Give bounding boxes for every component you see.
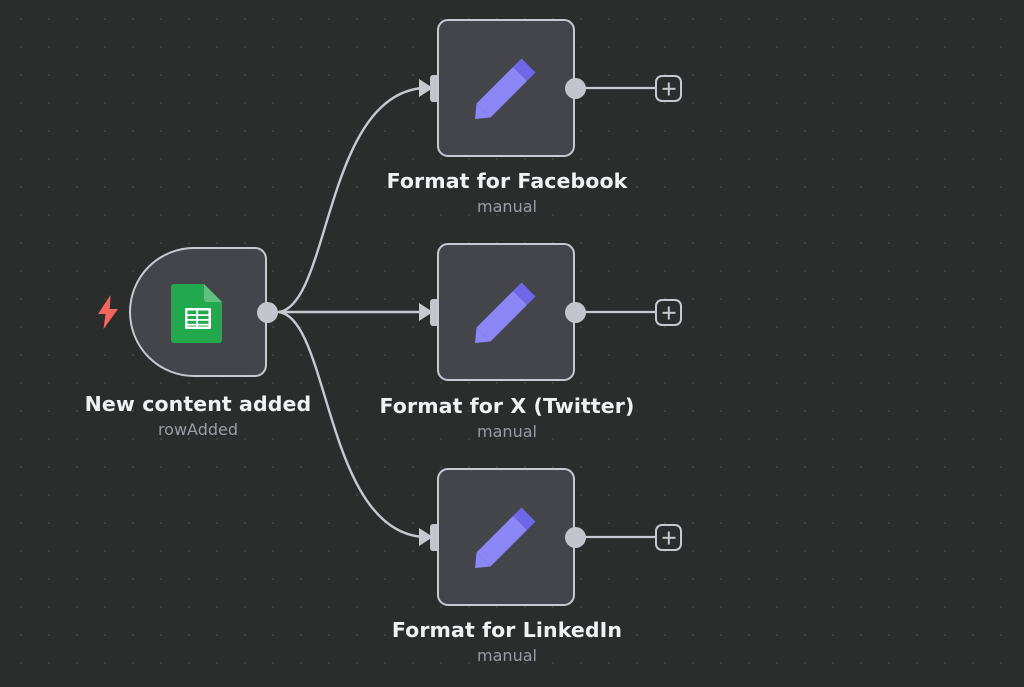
node-subtitle: manual (477, 646, 537, 665)
node-format-for-linkedin[interactable] (437, 468, 575, 606)
node-new-content-added[interactable] (129, 247, 267, 377)
pencil-icon (475, 282, 536, 343)
caption-new-content-added: New content added rowAdded (28, 392, 368, 441)
input-port-linkedin[interactable] (430, 524, 441, 551)
output-port-facebook[interactable] (565, 78, 586, 99)
pencil-icon (475, 58, 536, 119)
caption-format-for-x-twitter: Format for X (Twitter) manual (337, 394, 677, 443)
edge-trigger-to-linkedin (277, 310, 425, 539)
add-node-button-facebook[interactable] (655, 75, 682, 102)
output-port-trigger[interactable] (257, 302, 278, 323)
node-format-for-facebook[interactable] (437, 19, 575, 157)
output-port-linkedin[interactable] (565, 527, 586, 548)
lightning-bolt-icon (98, 295, 118, 329)
node-format-for-x-twitter[interactable] (437, 243, 575, 381)
caption-format-for-facebook: Format for Facebook manual (337, 169, 677, 218)
edge-trigger-to-facebook (277, 86, 425, 314)
output-port-x-twitter[interactable] (565, 302, 586, 323)
google-sheets-icon (171, 284, 222, 343)
node-title: New content added (84, 392, 312, 416)
add-node-button-x-twitter[interactable] (655, 299, 682, 326)
caption-format-for-linkedin: Format for LinkedIn manual (337, 618, 677, 667)
node-title: Format for LinkedIn (391, 618, 623, 642)
node-title: Format for X (Twitter) (379, 394, 635, 418)
node-subtitle: manual (477, 422, 537, 441)
add-node-button-linkedin[interactable] (655, 524, 682, 551)
node-subtitle: manual (477, 197, 537, 216)
input-port-facebook[interactable] (430, 75, 441, 102)
pencil-icon (475, 507, 536, 568)
input-port-x-twitter[interactable] (430, 299, 441, 326)
node-title: Format for Facebook (386, 169, 628, 193)
node-subtitle: rowAdded (157, 420, 239, 439)
